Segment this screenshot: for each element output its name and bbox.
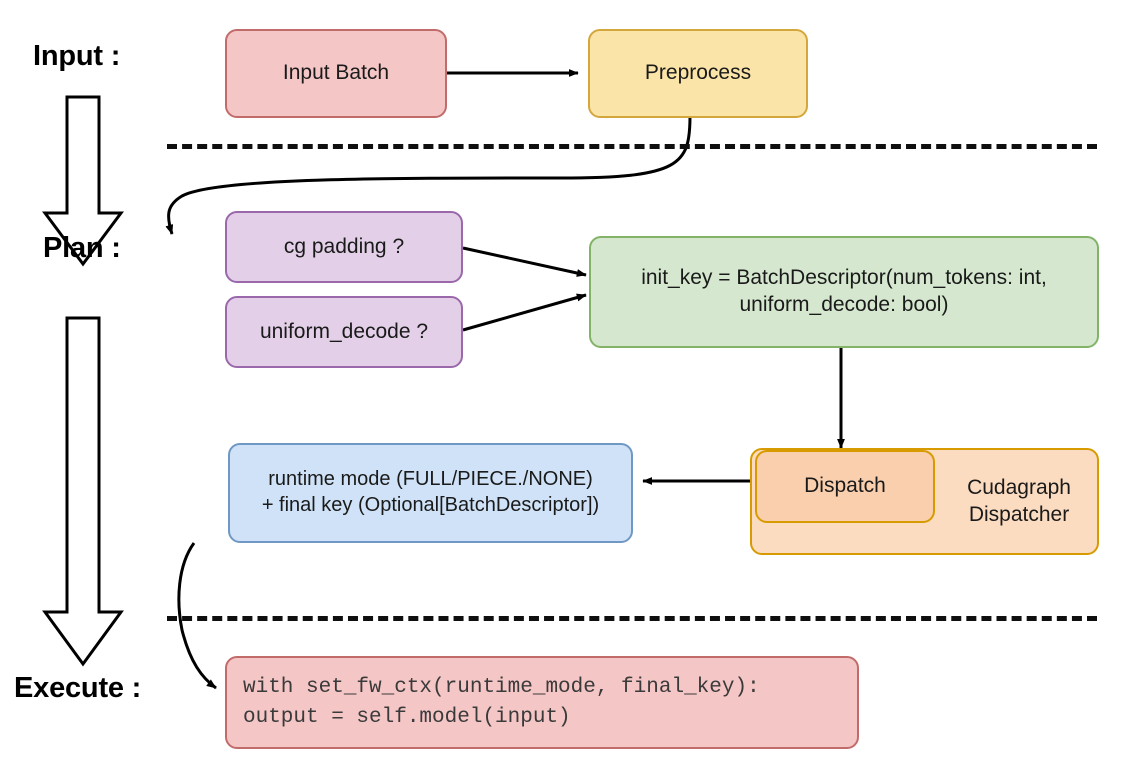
input-plan-divider bbox=[167, 144, 1097, 149]
block-arrow-plan-to-execute bbox=[42, 316, 124, 667]
plan-execute-divider bbox=[167, 616, 1097, 621]
stage-label-execute: Execute : bbox=[14, 672, 142, 704]
node-runtime-mode[interactable]: runtime mode (FULL/PIECE./NONE) + final … bbox=[228, 443, 633, 543]
stage-label-input: Input : bbox=[33, 40, 121, 72]
node-preprocess[interactable]: Preprocess bbox=[588, 29, 808, 118]
node-dispatch[interactable]: Dispatch bbox=[755, 450, 935, 523]
stage-label-plan: Plan : bbox=[43, 232, 121, 264]
node-input-batch[interactable]: Input Batch bbox=[225, 29, 447, 118]
node-uniform-decode[interactable]: uniform_decode ? bbox=[225, 296, 463, 368]
node-init-key[interactable]: init_key = BatchDescriptor(num_tokens: i… bbox=[589, 236, 1099, 348]
arrow-uniform-decode-to-init-key bbox=[462, 293, 587, 332]
arrow-cg-padding-to-init-key bbox=[462, 246, 587, 277]
node-execute-code[interactable]: with set_fw_ctx(runtime_mode, final_key)… bbox=[225, 656, 859, 749]
node-cg-padding[interactable]: cg padding ? bbox=[225, 211, 463, 283]
